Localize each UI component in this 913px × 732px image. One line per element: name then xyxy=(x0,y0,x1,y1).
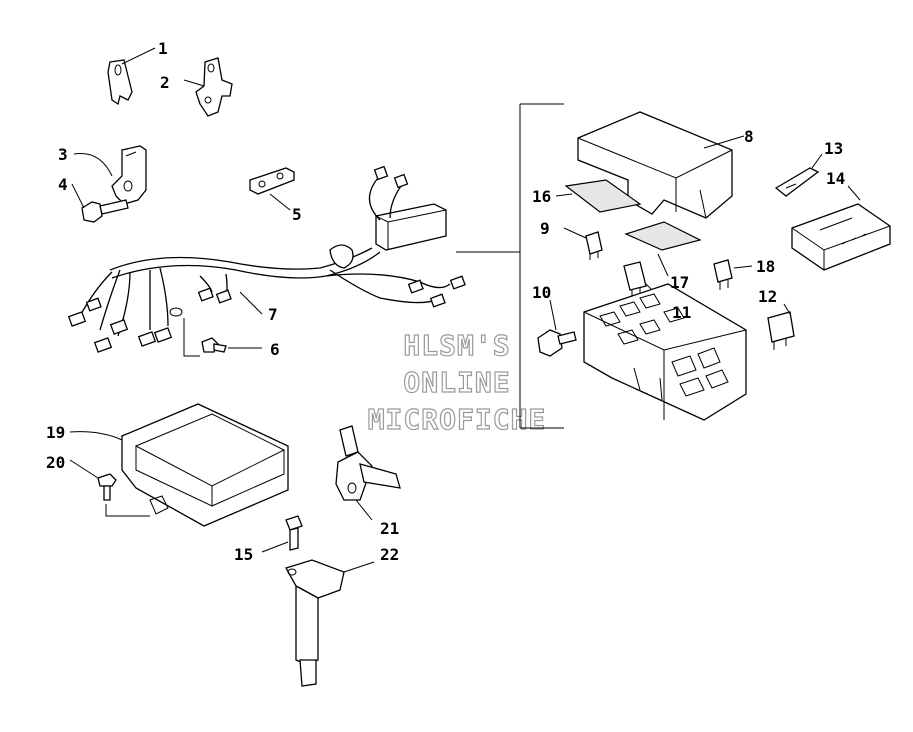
callout-1: 1 xyxy=(158,39,168,58)
part-21-sensor[interactable] xyxy=(335,425,401,521)
watermark: HLSM'S ONLINE MICROFICHE xyxy=(367,328,547,436)
watermark-line-2: ONLINE xyxy=(403,366,510,399)
callout-14: 14 xyxy=(826,169,845,188)
callout-16: 16 xyxy=(532,187,551,206)
callout-11: 11 xyxy=(672,303,691,322)
part-16-label[interactable] xyxy=(555,179,642,213)
callout-4: 4 xyxy=(58,175,68,194)
part-9-fuse[interactable] xyxy=(563,227,603,260)
watermark-line-1: HLSM'S xyxy=(403,329,510,362)
part-11-relay[interactable] xyxy=(623,261,669,307)
part-20-screw[interactable] xyxy=(69,459,150,517)
callout-12: 12 xyxy=(758,287,777,306)
part-6-screw[interactable] xyxy=(201,337,262,353)
callout-2: 2 xyxy=(160,73,170,92)
part-14-plate[interactable] xyxy=(791,185,891,271)
watermark-line-3: MICROFICHE xyxy=(368,403,547,436)
part-19-control-module[interactable] xyxy=(69,403,289,527)
fuse-relay-box[interactable] xyxy=(583,283,747,421)
callout-8: 8 xyxy=(744,127,754,146)
part-12-relay[interactable] xyxy=(767,303,795,350)
part-3-bracket[interactable] xyxy=(73,145,147,205)
part-4-bolt[interactable] xyxy=(71,183,129,223)
part-2-bracket[interactable] xyxy=(183,57,233,117)
part-1-bracket[interactable] xyxy=(107,47,156,106)
part-8-cover[interactable] xyxy=(577,111,745,219)
callout-20: 20 xyxy=(46,453,65,472)
callout-17: 17 xyxy=(670,273,689,292)
part-18-relay[interactable] xyxy=(713,259,753,290)
part-13-fuse-puller[interactable] xyxy=(774,153,823,197)
callout-6: 6 xyxy=(270,340,280,359)
callout-5: 5 xyxy=(292,205,302,224)
part-10-bolt[interactable] xyxy=(537,299,577,357)
callout-21: 21 xyxy=(380,519,399,538)
part-17-label[interactable] xyxy=(624,221,702,277)
part-22-ignition-coil[interactable] xyxy=(285,559,375,687)
callout-19: 19 xyxy=(46,423,65,442)
callout-10: 10 xyxy=(532,283,551,302)
group-bracket xyxy=(456,103,564,429)
callout-7: 7 xyxy=(268,305,278,324)
callout-22: 22 xyxy=(380,545,399,564)
callout-3: 3 xyxy=(58,145,68,164)
callout-9: 9 xyxy=(540,219,550,238)
callouts: 1 2 3 4 5 6 7 8 9 10 11 12 13 14 15 16 1… xyxy=(46,39,845,564)
callout-15: 15 xyxy=(234,545,253,564)
callout-13: 13 xyxy=(824,139,843,158)
part-5-plate[interactable] xyxy=(249,167,295,211)
part-15-bolt[interactable] xyxy=(261,515,303,553)
part-7-wiring-harness[interactable] xyxy=(67,165,466,357)
callout-18: 18 xyxy=(756,257,775,276)
